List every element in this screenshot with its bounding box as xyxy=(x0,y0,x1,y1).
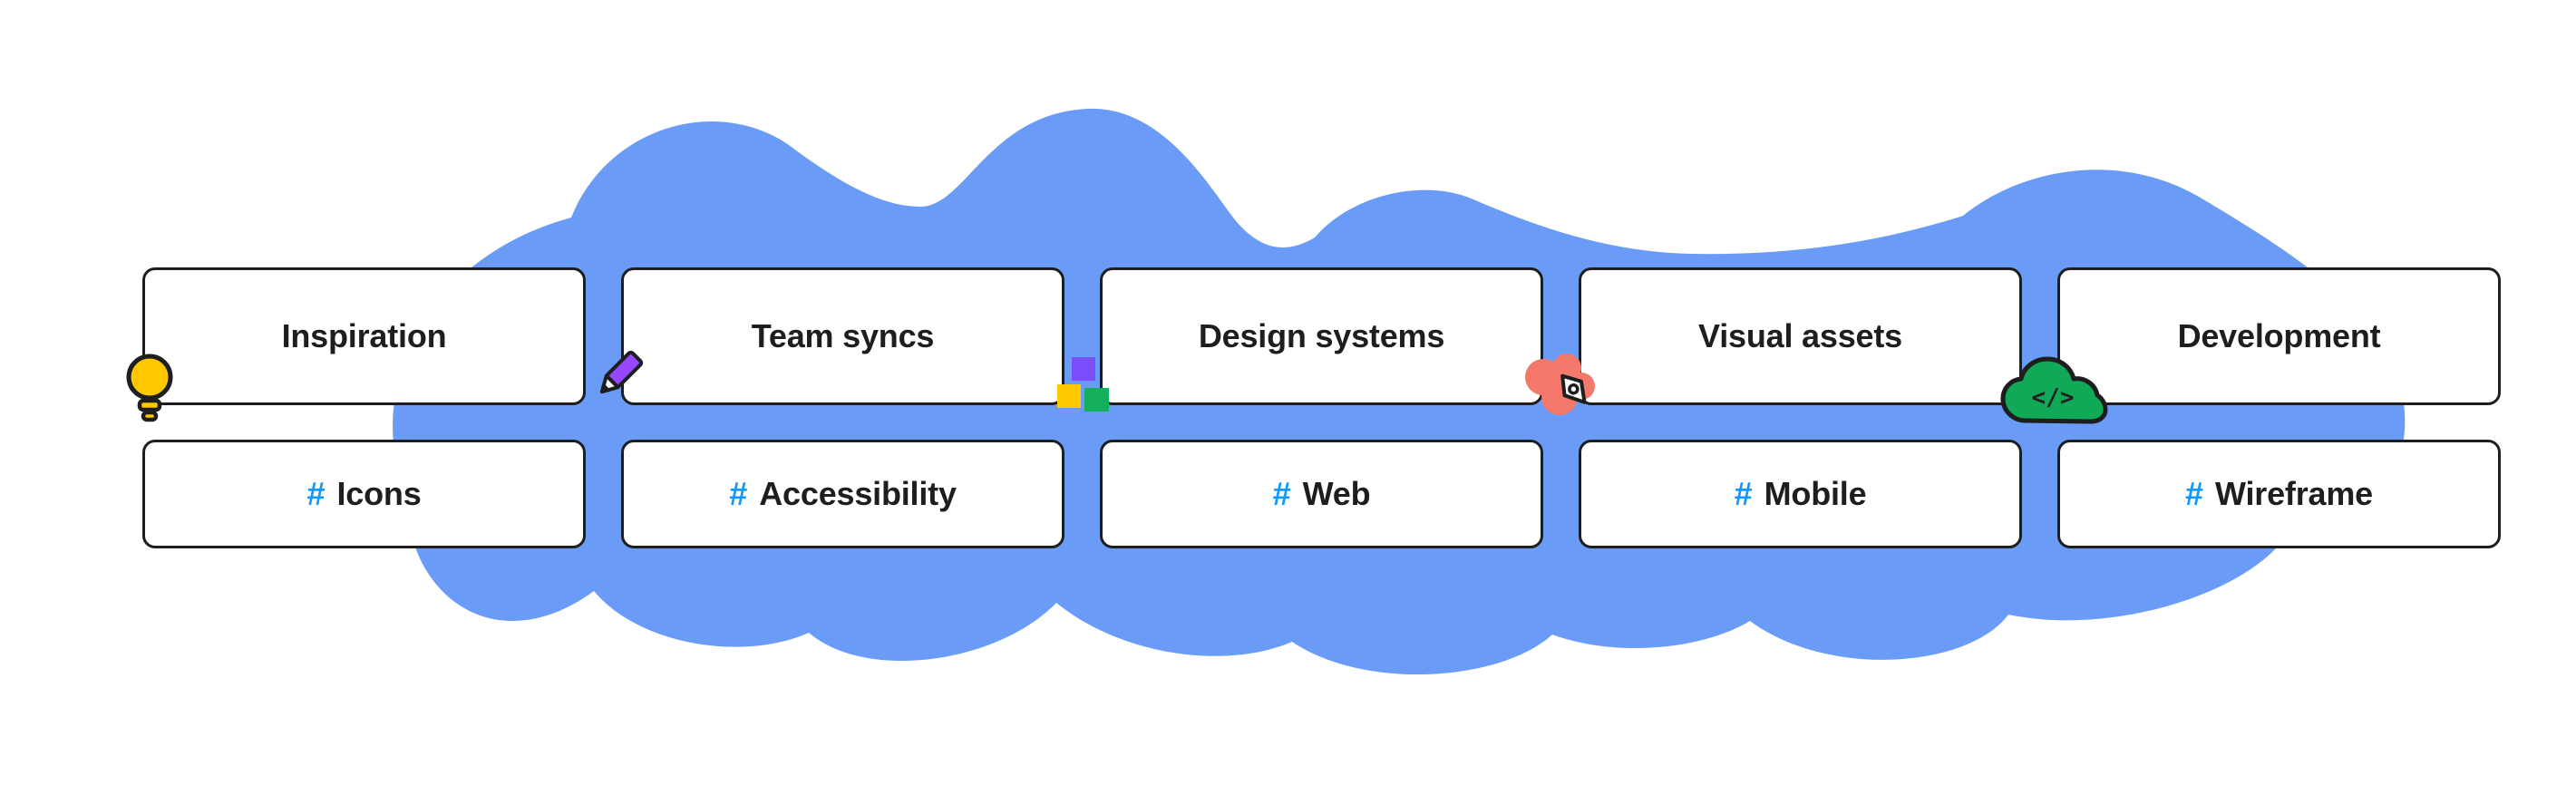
category-label: Development xyxy=(2177,317,2381,354)
tag-card-accessibility[interactable]: # Accessibility xyxy=(621,440,1064,548)
category-label: Inspiration xyxy=(281,317,447,354)
tag-card-icons[interactable]: # Icons xyxy=(142,440,586,548)
tag-card-web[interactable]: # Web xyxy=(1100,440,1543,548)
tag-label: Mobile xyxy=(1764,475,1867,512)
hash-symbol: # xyxy=(1272,475,1291,512)
category-card-design-systems[interactable]: Design systems xyxy=(1100,267,1543,405)
category-label: Team syncs xyxy=(751,317,935,354)
hash-symbol: # xyxy=(1734,475,1753,512)
category-label: Design systems xyxy=(1198,317,1445,354)
pencil-icon xyxy=(577,341,653,417)
category-card-team-syncs[interactable]: Team syncs xyxy=(621,267,1064,405)
category-card-development[interactable]: Development xyxy=(2057,267,2501,405)
tag-label: Wireframe xyxy=(2215,475,2373,512)
tag-card-wireframe[interactable]: # Wireframe xyxy=(2057,440,2501,548)
cards-grid: Inspiration Team syncs Design systems Vi… xyxy=(142,267,2501,548)
tag-label: Accessibility xyxy=(759,475,957,512)
lightbulb-icon xyxy=(122,352,178,424)
hash-symbol: # xyxy=(729,475,748,512)
design-squares-icon xyxy=(1057,357,1115,413)
hash-symbol: # xyxy=(306,475,326,512)
tag-label: Web xyxy=(1302,475,1371,512)
coral-blob xyxy=(1525,354,1595,415)
pen-nib xyxy=(1560,373,1587,404)
tag-label: Icons xyxy=(336,475,422,512)
category-card-visual-assets[interactable]: Visual assets xyxy=(1579,267,2022,405)
code-glyph: </> xyxy=(2032,384,2075,412)
tag-card-mobile[interactable]: # Mobile xyxy=(1579,440,2022,548)
category-label: Visual assets xyxy=(1698,317,1902,354)
hash-symbol: # xyxy=(2185,475,2204,512)
category-card-inspiration[interactable]: Inspiration xyxy=(142,267,586,405)
pen-tool-icon xyxy=(1520,348,1607,428)
cloud-code-icon: </> xyxy=(2000,355,2111,430)
